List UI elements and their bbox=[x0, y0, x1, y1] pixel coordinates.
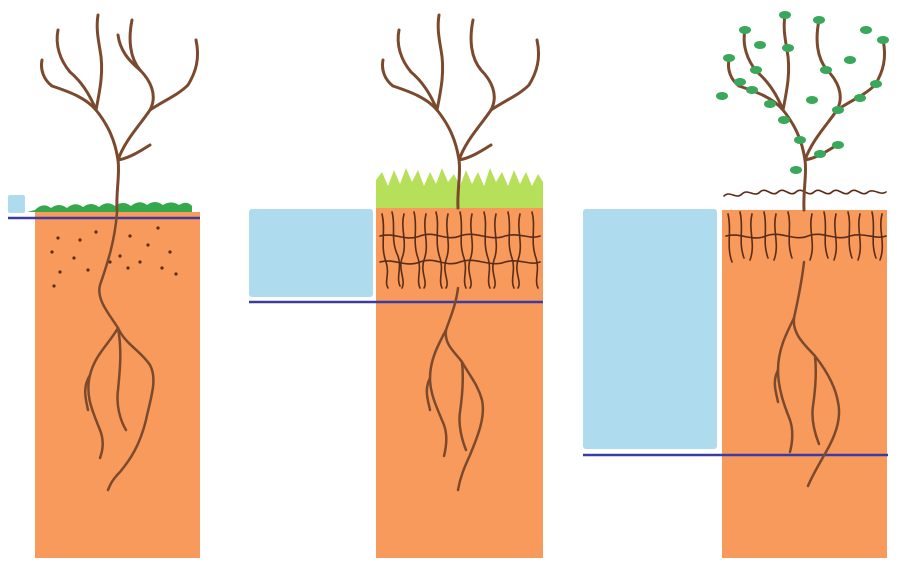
panel-2 bbox=[249, 15, 543, 558]
water-body bbox=[249, 209, 373, 297]
moss-layer bbox=[27, 202, 192, 212]
panel-1 bbox=[8, 15, 200, 558]
tree-branches bbox=[728, 15, 884, 210]
water-body bbox=[583, 209, 717, 449]
tree-branches bbox=[41, 15, 197, 210]
water-body bbox=[8, 195, 25, 213]
panel-3 bbox=[583, 11, 889, 558]
